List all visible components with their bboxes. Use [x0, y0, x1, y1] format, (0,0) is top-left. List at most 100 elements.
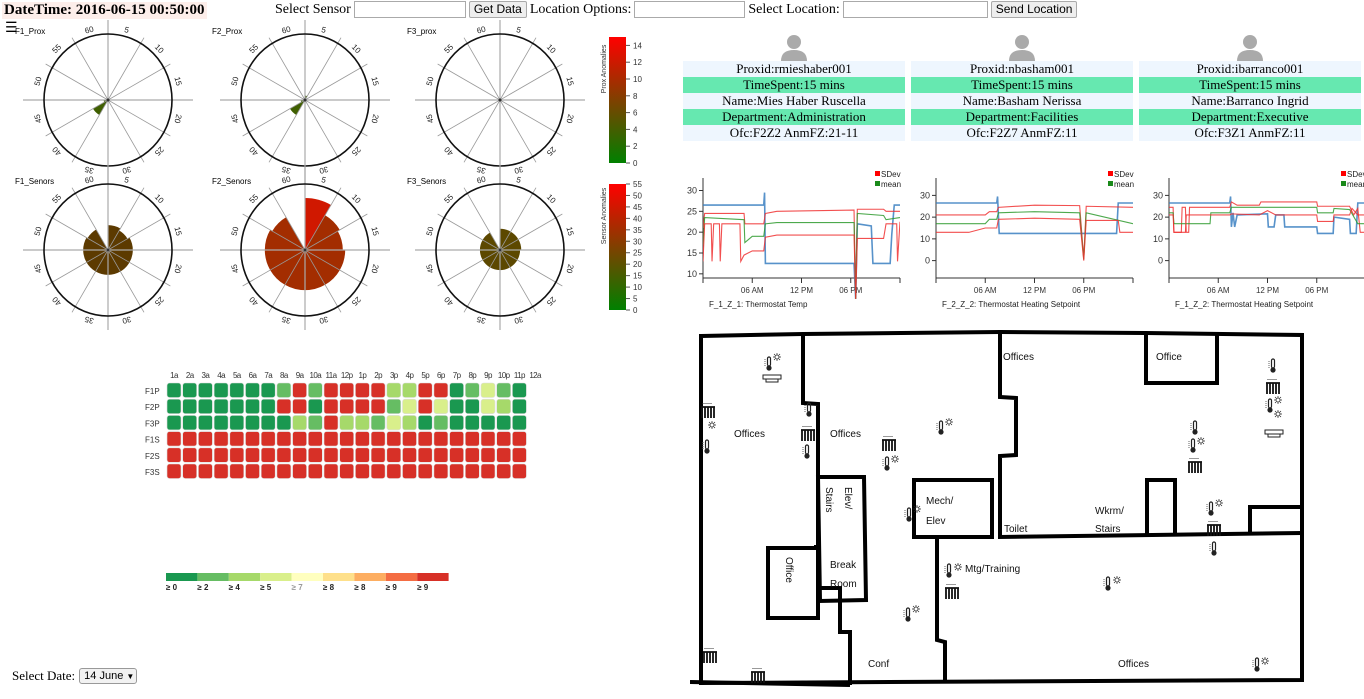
heatmap-cell[interactable]: [480, 447, 496, 463]
heatmap-cell[interactable]: [260, 463, 276, 479]
polar-wedge[interactable]: [305, 231, 343, 250]
heatmap-cell[interactable]: [198, 415, 213, 431]
thermometer-icon[interactable]: [1268, 358, 1277, 374]
thermometer-icon[interactable]: [1188, 438, 1197, 454]
heatmap-cell[interactable]: [355, 447, 370, 463]
radiator-icon[interactable]: [702, 647, 718, 664]
heatmap-cell[interactable]: [464, 431, 480, 447]
heatmap-cell[interactable]: [308, 431, 323, 447]
radiator-icon[interactable]: [944, 583, 960, 600]
heatmap-cell[interactable]: [229, 398, 245, 415]
light-sensor-icon[interactable]: [912, 504, 922, 514]
heatmap-cell[interactable]: [496, 463, 512, 479]
light-sensor-icon[interactable]: [707, 420, 717, 430]
heatmap-cell[interactable]: [292, 382, 307, 398]
heatmap-cell[interactable]: [339, 463, 354, 479]
heatmap-cell[interactable]: [198, 463, 213, 479]
heatmap-cell[interactable]: [213, 398, 229, 415]
heatmap-cell[interactable]: [276, 415, 292, 431]
polar-wedge[interactable]: [108, 225, 121, 250]
heatmap-cell[interactable]: [245, 382, 260, 398]
heatmap-cell[interactable]: [402, 431, 417, 447]
heatmap-cell[interactable]: [386, 415, 402, 431]
heatmap-cell[interactable]: [323, 463, 339, 479]
heatmap-cell[interactable]: [339, 447, 354, 463]
polar-wedge[interactable]: [305, 198, 331, 250]
heatmap-cell[interactable]: [182, 463, 198, 479]
heatmap-cell[interactable]: [417, 463, 433, 479]
heatmap-cell[interactable]: [213, 415, 229, 431]
heatmap-cell[interactable]: [276, 382, 292, 398]
heatmap-cell[interactable]: [166, 463, 182, 479]
heatmap-cell[interactable]: [355, 382, 370, 398]
heatmap-cell[interactable]: [370, 398, 386, 415]
radiator-icon[interactable]: [881, 435, 897, 452]
polar-wedge[interactable]: [86, 250, 108, 272]
heatmap-cell[interactable]: [182, 415, 198, 431]
heatmap-cell[interactable]: [449, 382, 464, 398]
thermometer-icon[interactable]: [1206, 501, 1215, 517]
thermometer-icon[interactable]: [1190, 420, 1199, 436]
heatmap-cell[interactable]: [229, 447, 245, 463]
polar-wedge[interactable]: [270, 250, 305, 285]
heatmap-cell[interactable]: [292, 447, 307, 463]
heatmap-cell[interactable]: [245, 415, 260, 431]
polar-wedge[interactable]: [289, 100, 305, 116]
heatmap-cell[interactable]: [496, 447, 512, 463]
heatmap-cell[interactable]: [464, 398, 480, 415]
heatmap-cell[interactable]: [292, 415, 307, 431]
heatmap-cell[interactable]: [480, 431, 496, 447]
heatmap-cell[interactable]: [433, 447, 449, 463]
thermometer-icon[interactable]: [702, 439, 711, 455]
heatmap-cell[interactable]: [480, 463, 496, 479]
polar-wedge[interactable]: [83, 250, 108, 263]
heatmap-cell[interactable]: [464, 463, 480, 479]
series-line-sdev-lower[interactable]: [1169, 207, 1364, 233]
heatmap-cell[interactable]: [433, 415, 449, 431]
heatmap-cell[interactable]: [166, 447, 182, 463]
heatmap-cell[interactable]: [464, 382, 480, 398]
light-sensor-icon[interactable]: [1214, 498, 1224, 508]
polar-wedge[interactable]: [305, 215, 340, 250]
heatmap-cell[interactable]: [276, 447, 292, 463]
heatmap-cell[interactable]: [512, 463, 527, 479]
heatmap-cell[interactable]: [402, 398, 417, 415]
heatmap-cell[interactable]: [276, 398, 292, 415]
heatmap-cell[interactable]: [182, 382, 198, 398]
heatmap-cell[interactable]: [308, 382, 323, 398]
location-options-input[interactable]: [634, 0, 746, 18]
heatmap-cell[interactable]: [402, 382, 417, 398]
send-location-button[interactable]: Send Location: [990, 0, 1078, 18]
heatmap-cell[interactable]: [323, 431, 339, 447]
thermometer-icon[interactable]: [936, 420, 945, 436]
polar-wedge[interactable]: [264, 250, 305, 271]
heatmap-cell[interactable]: [166, 382, 182, 398]
radiator-icon[interactable]: [1265, 378, 1281, 395]
heatmap-cell[interactable]: [308, 398, 323, 415]
heatmap-cell[interactable]: [480, 382, 496, 398]
heatmap-cell[interactable]: [308, 415, 323, 431]
heatmap-cell[interactable]: [182, 398, 198, 415]
heatmap-cell[interactable]: [496, 431, 512, 447]
polar-wedge[interactable]: [264, 229, 305, 250]
heatmap-cell[interactable]: [260, 382, 276, 398]
thermometer-icon[interactable]: [1252, 657, 1261, 673]
thermometer-icon[interactable]: [882, 456, 891, 472]
heatmap-cell[interactable]: [213, 431, 229, 447]
heatmap-cell[interactable]: [166, 415, 182, 431]
heatmap-cell[interactable]: [449, 463, 464, 479]
heatmap-cell[interactable]: [182, 431, 198, 447]
heatmap-cell[interactable]: [464, 447, 480, 463]
thermometer-icon[interactable]: [903, 607, 912, 623]
polar-wedge[interactable]: [500, 250, 518, 268]
radiator-icon[interactable]: [1187, 457, 1203, 474]
polar-wedge[interactable]: [500, 231, 519, 250]
heatmap-cell[interactable]: [276, 431, 292, 447]
heatmap-cell[interactable]: [229, 382, 245, 398]
polar-wedge[interactable]: [108, 250, 121, 275]
heatmap-cell[interactable]: [370, 382, 386, 398]
heatmap-cell[interactable]: [386, 382, 402, 398]
heatmap-cell[interactable]: [213, 463, 229, 479]
heatmap-cell[interactable]: [182, 447, 198, 463]
